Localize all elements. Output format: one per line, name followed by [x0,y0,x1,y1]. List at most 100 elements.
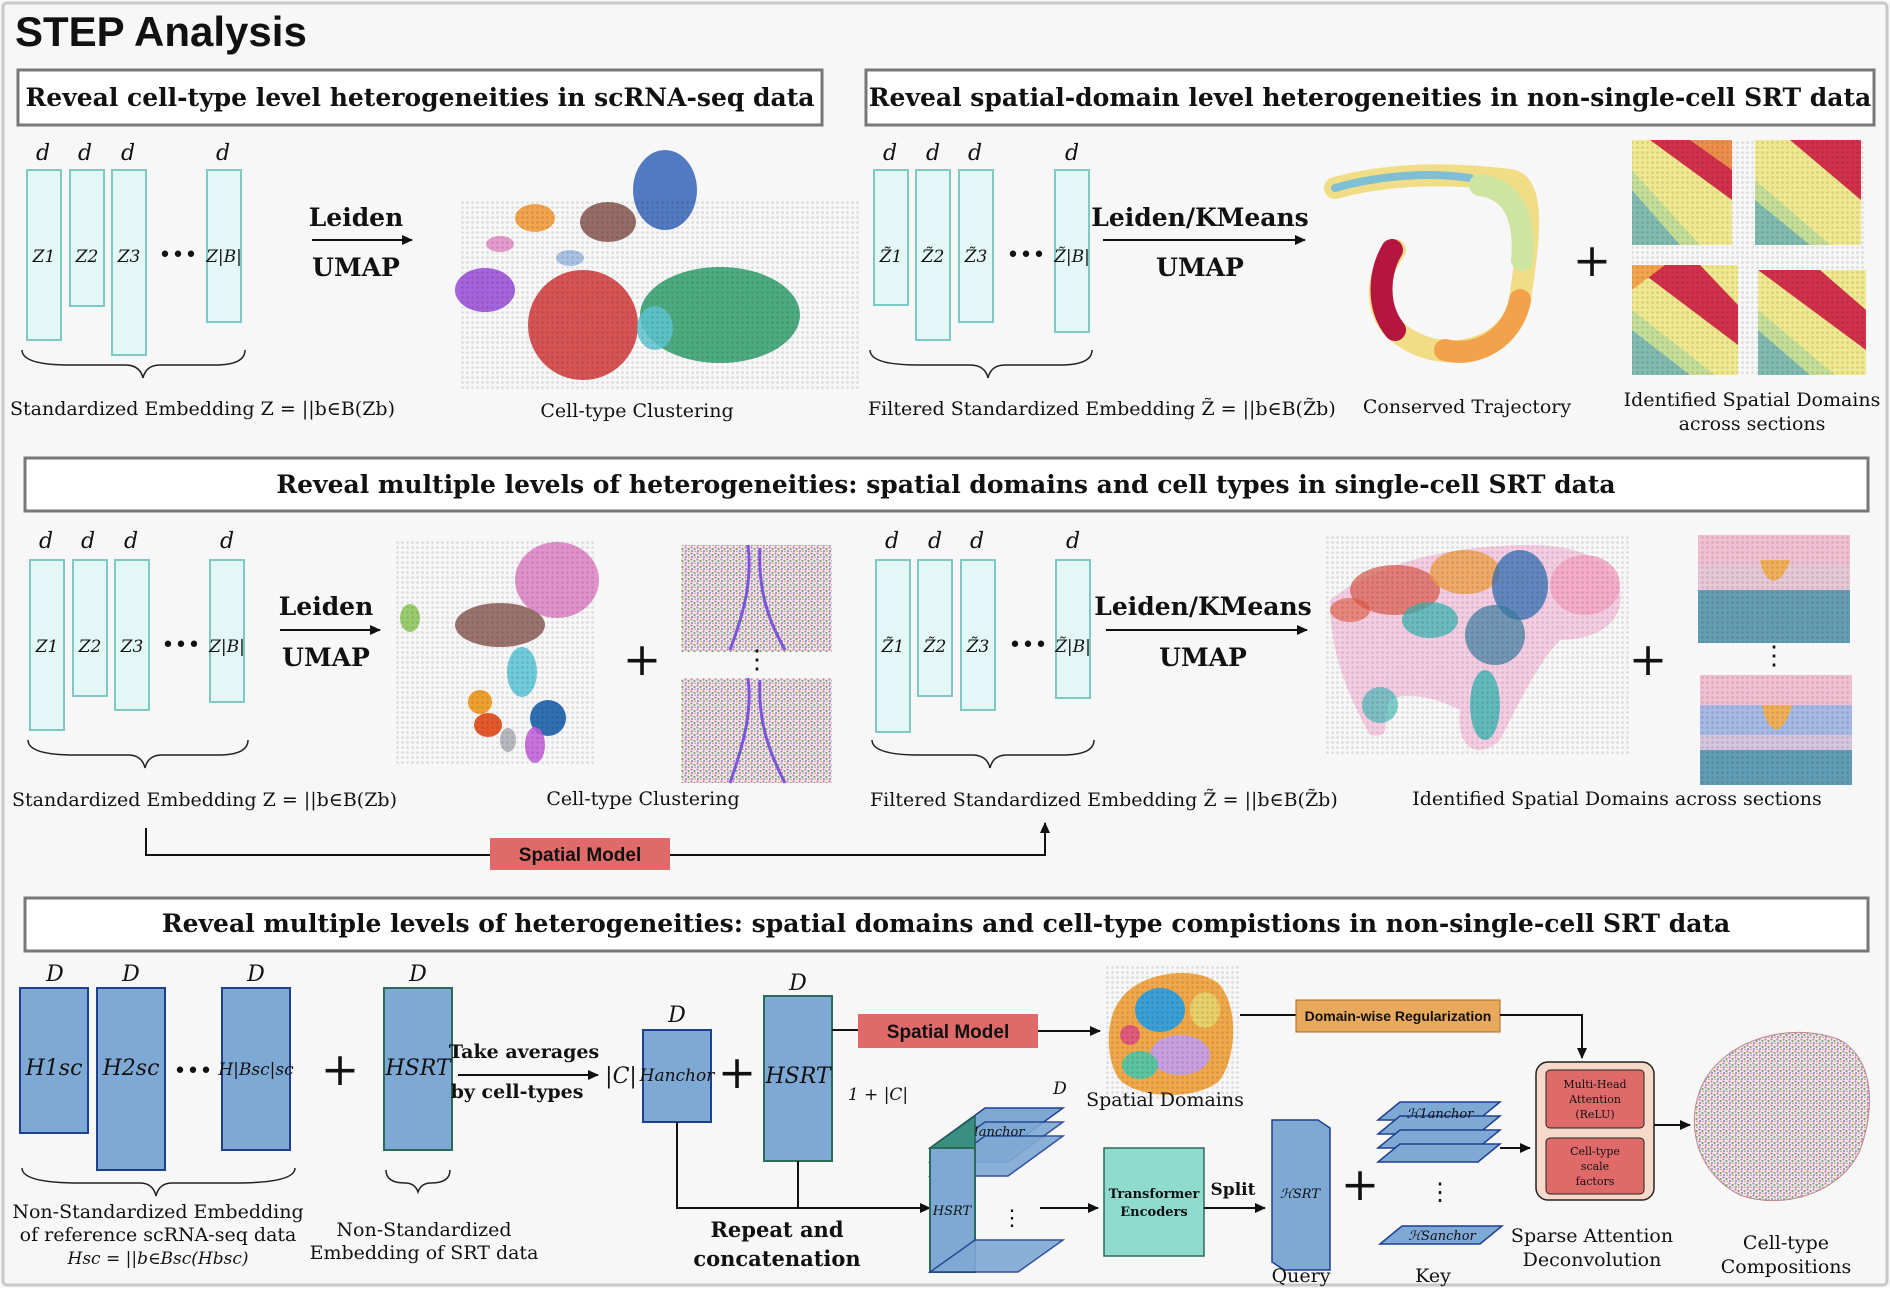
cardinality: |C| [605,1064,637,1089]
dim-label-D: D [246,962,265,987]
h-srt-label: HSRT [932,1204,973,1219]
connector-arrow [676,1122,931,1213]
z-label: Z̃|B| [1053,247,1090,267]
repeat-label-2: concatenation [693,1246,860,1271]
plus: + [1629,632,1668,686]
caption-spatial-domains: Identified Spatial Domains [1624,389,1881,411]
section-singlecell-srt: Reveal multiple levels of heterogeneitie… [12,456,1870,870]
key-label: Key [1415,1265,1451,1287]
op-umap: UMAP [312,253,400,282]
dim-label: d [81,529,95,554]
z-label: Z2 [78,637,102,657]
embedding-bar-z3 [111,169,147,356]
vdots: ⋮ [1428,1178,1452,1206]
transformer-label-2: Encoders [1120,1205,1187,1220]
caption-embedding-right: Filtered Standardized Embedding Z̃ = ||b… [870,789,1338,811]
h-sc-label: H2sc [102,1056,160,1081]
ellipsis: ••• [159,243,198,268]
dim-label: d [78,141,92,166]
brace [871,739,1095,769]
h-anchor-label: Hanchor [966,1125,1025,1140]
transformer-label-1: Transformer [1109,1187,1200,1202]
brace [27,739,249,769]
scale-label-2: scale [1581,1160,1609,1173]
sparse-label-2: Deconvolution [1523,1249,1662,1271]
plus: + [718,1045,757,1099]
z-label: Z|B| [208,637,245,657]
caption-sc-2: of reference scRNA-seq data [20,1224,297,1246]
h-sc-label: H|Bsc|sc [217,1060,294,1080]
z-label: Z|B| [205,247,242,267]
spatial-domain-maps [1632,140,1866,375]
vdots: ⋮ [744,645,770,675]
brace [385,1169,451,1195]
op-leiden: Leiden [279,592,374,621]
caption-srt-1: Non-Standardized [336,1219,511,1241]
dim-label-D: D [667,1003,686,1028]
spatial-model-box [490,838,670,870]
key-slabs: ℋ1anchor ⋮ ℋSanchor [1375,1101,1505,1245]
take-averages-1: Take averages [449,1041,599,1063]
ellipsis: ••• [1007,243,1046,268]
embedding-bar-zb [206,169,242,323]
caption-spatial-domains-across: Identified Spatial Domains across sectio… [1412,788,1822,810]
embedding-bar-z2 [69,169,105,307]
umap-celltype-clusters [455,150,860,390]
mha-label-2: Attention [1568,1093,1621,1106]
h-srt-script-label: ℋSRT [1280,1187,1321,1202]
section-deconv-header [23,896,1870,953]
dim-label-D: D [408,962,427,987]
brace [21,349,246,379]
caption-celltype-clustering: Cell-type Clustering [546,788,739,810]
h-srt-label: HSRT [764,1064,832,1089]
z-label: Z3 [120,637,144,657]
dim-label-D: D [121,962,140,987]
dim-label: d [883,141,897,166]
caption-celltype-clustering: Cell-type Clustering [540,400,733,422]
connector-arrow [670,822,1050,856]
h-anchor-block [642,1029,712,1123]
z-label: Z̃|B| [1054,637,1091,657]
celltype-compositions-map [1693,1031,1870,1202]
multihead-attention-box [1545,1069,1645,1129]
caption-sc-1: Non-Standardized Embedding [12,1201,303,1223]
h-sc-block [19,987,89,1134]
op-umap: UMAP [1159,643,1247,672]
z-label: Z1 [32,247,56,267]
ellipsis: ••• [1009,633,1048,658]
spatial-model-label: Spatial Model [519,845,641,866]
split-label: Split [1211,1180,1256,1200]
transformer-encoders-box [1103,1147,1205,1257]
dim-label: d [970,529,984,554]
scale-factors-box [1545,1137,1645,1195]
embedding-bar-z1 [29,559,65,731]
spatial-model-label: Spatial Model [887,1022,1009,1043]
op-leiden: Leiden [309,203,404,232]
mha-label-3: (ReLU) [1575,1108,1614,1121]
plus: + [1341,1157,1380,1211]
h-srt-block [383,987,453,1151]
caption-sc-3: Hsc = ||b∈Bsc(Hbsc) [67,1249,249,1269]
singlecell-tissue-maps: ⋮ [681,544,832,784]
embedding-bar-z2 [917,559,953,697]
section-scrna-header [16,68,824,127]
celltype-label-2: Compositions [1721,1256,1852,1278]
embedding-bar-zb [209,559,245,703]
dim-label-D: D [45,962,64,987]
spatial-domains-map [1105,965,1240,1100]
dim-label: d [926,141,940,166]
caption-conserved-trajectory: Conserved Trajectory [1363,396,1571,418]
embedding-bar-z1 [873,169,909,306]
domain-regularization-label: Domain-wise Regularization [1305,1008,1492,1024]
dim-label: d [928,529,942,554]
section-deconv-title: Reveal multiple levels of heterogeneitie… [162,909,1730,938]
op-leiden-kmeans: Leiden/KMeans [1091,203,1308,232]
dim-label: d [220,529,234,554]
h-srt-block-2 [763,995,833,1162]
section-singlecell-title: Reveal multiple levels of heterogeneitie… [276,470,1615,499]
query-slab [1271,1119,1331,1271]
plus: + [1573,233,1612,287]
ellipsis: ••• [162,633,201,658]
scale-label-1: Cell-type [1570,1145,1620,1158]
